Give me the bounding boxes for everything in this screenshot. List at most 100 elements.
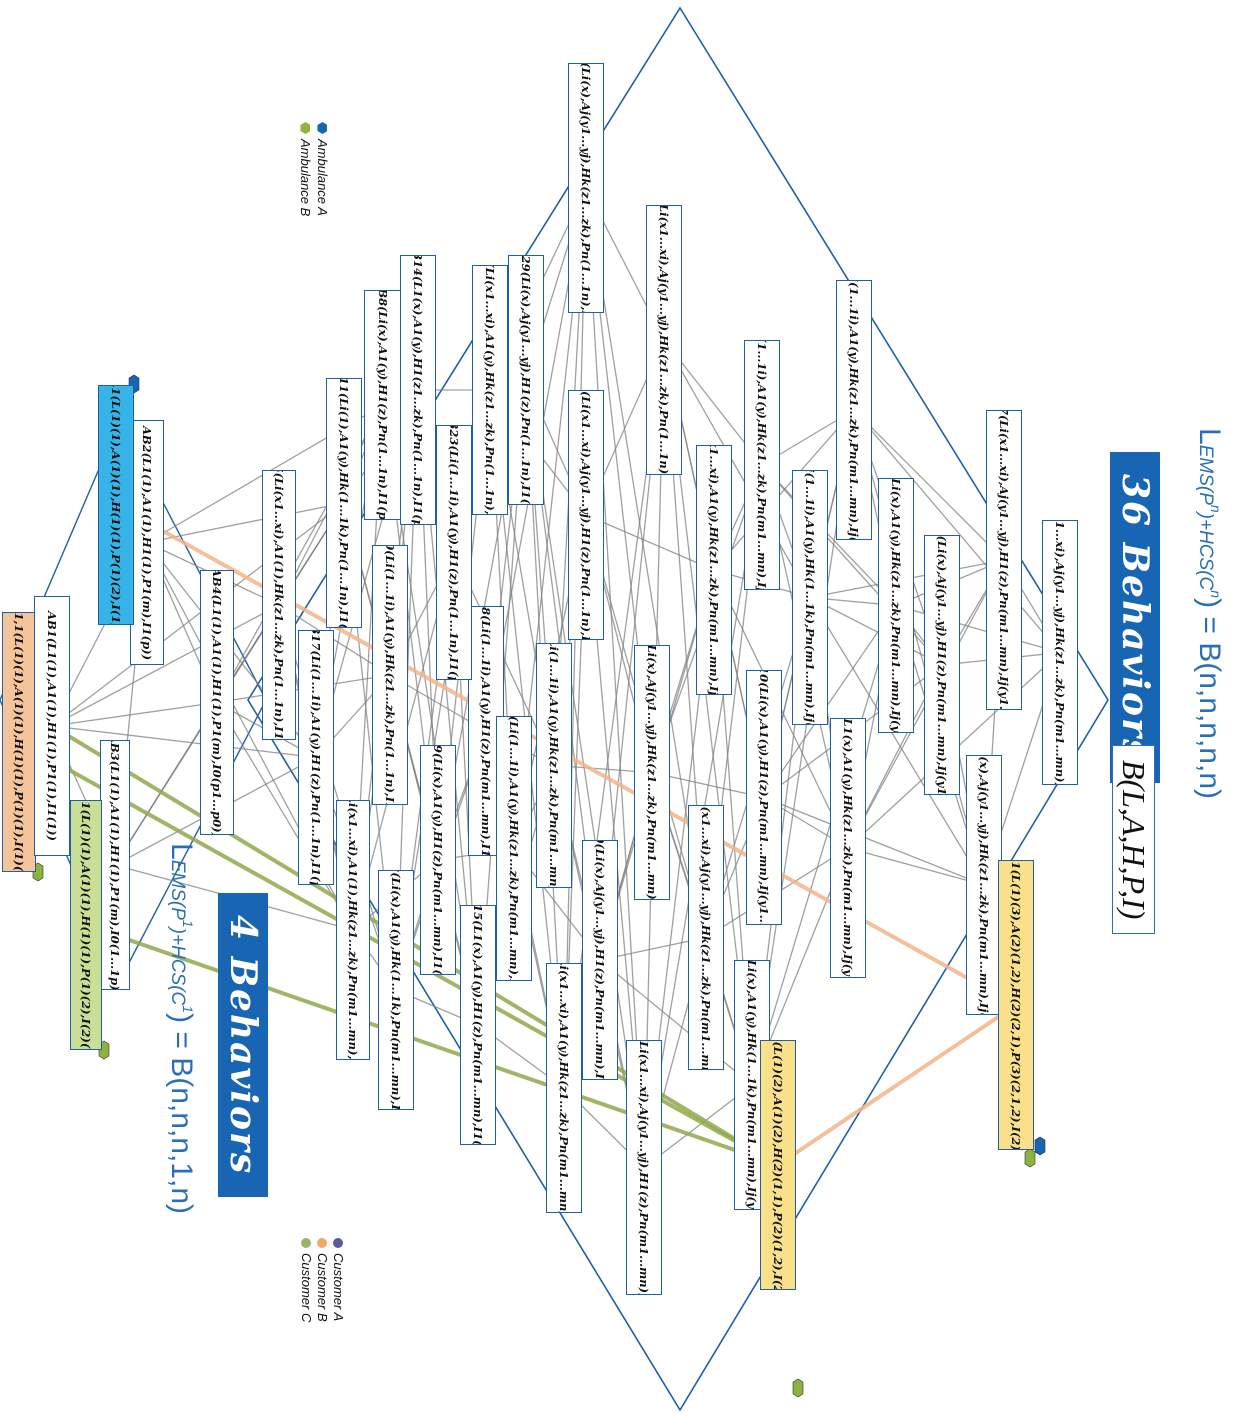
edge-line: [525, 379, 648, 1169]
legend-item-ambulance-a: Ambulance A: [315, 122, 330, 216]
behavior-node-label: AB13,1(L(1)(2),A(1)(2),H(2)(1,1),P(2)(1,…: [771, 1040, 785, 1290]
behavior-node: AB14(L1(x),A1(y),H1(z1...zk),Pn(1...1n),…: [400, 255, 436, 525]
behavior-node: AB6(Li(x1...xi),A1(1),Hk(z1...zk),Pn(m1.…: [336, 800, 370, 1060]
edge-line: [853, 409, 1061, 654]
behavior-node: AB30(Li(x),Aj(y1...yj),H1(z),Pn(m1...mn)…: [582, 840, 618, 1080]
behavior-node-label: AB11(Li(1),A1(y),Hk(1...1k),Pn(1...1n),I…: [337, 378, 351, 628]
behavior-node-label: AB36(Li(x1...xi),Aj(y1...yj),H1(z),Pn(m1…: [637, 1040, 651, 1295]
hexagon-icon: [1034, 1136, 1046, 1156]
behavior-node: AB11(Li(1),A1(y),Hk(1...1k),Pn(1...1n),I…: [326, 378, 362, 628]
edge-line: [809, 596, 944, 666]
behavior-node: AB16(L1(x),A1(y),Hk(z1...zk),Pn(m1...mn)…: [830, 718, 866, 978]
behavior-node-label: AB28(Li(x),A1(y),Hk(z1...zk),Pn(m1...mn)…: [889, 478, 903, 733]
behavior-node: AB3(L1(1),A1(1),H1(1),P1(m),I0(1...1p)): [100, 740, 130, 990]
behavior-node: AB5(Li(x1...xi),A1(1),Hk(z1...zk),Pn(1..…: [262, 470, 296, 740]
behavior-node-label: AB16(L1(x),A1(y),Hk(z1...zk),Pn(m1...mn)…: [841, 718, 855, 978]
edge-line: [651, 771, 766, 801]
behavior-node-label: AB26(Li(x1...xi),A1(y),Hk(z1...zk),Pn(1.…: [483, 265, 497, 515]
behavior-node: AB27(Li(x1...xi),A1(y),Hk(z1...zk),Pn(m1…: [546, 963, 582, 1213]
behavior-node-label: AB32(Li(x),Aj(y1...yj),Hk(z1...zk),Pn(1.…: [579, 63, 593, 313]
behavior-node: AB24(Li(1...1i),A1(y),Hk(z1...zk),Pn(m1.…: [536, 643, 572, 888]
behavior-node: AB35(Li(x1...xi),Aj(y1...yj),H1(z),Pn(1.…: [568, 390, 604, 640]
formula-n: LEMS(Pn)+HCS(Cn) = B(n,n,n,n,n): [1193, 428, 1226, 799]
behavior-node-label: AB8(Li(x),A1(y),H1(z),Pn(1...1n),I1(p)): [376, 290, 390, 520]
behavior-node: AB2,1(L(1)(1),A(1)(1),H(1)(1),P(1)(2),I(…: [98, 385, 134, 625]
behavior-node: AB38(Li(x1...xi),Aj(y1...yj),Hk(z1...zk)…: [646, 205, 682, 475]
behavior-node-label: AB14(L1(x),A1(y),H1(z1...zk),Pn(1...1n),…: [411, 255, 425, 525]
edge-line: [51, 725, 318, 762]
formula-1: LEMS(P1)+HCS(C1) = B(n,n,n,1,n): [165, 843, 198, 1214]
behavior-node-label: AB38(Li(x1...xi),Aj(y1...yj),Hk(z1...zk)…: [657, 205, 671, 475]
banner-36-behaviors: 36 Behaviors: [1110, 452, 1160, 784]
behavior-signature-box: B(L,A,H,P,I): [1112, 745, 1155, 935]
behavior-node-label: AB40(Li(x1...xi),Aj(y1...yj),Hk(z1...zk)…: [1053, 520, 1067, 785]
behavior-node-label: AB13(Li(x),A1(y),Hk(1...1k),Pn(m1...mn),…: [745, 960, 759, 1210]
behavior-node-label: AB17(Li(1...1i),A1(y),H1(z),Pn(1...1n),I…: [309, 630, 323, 885]
behavior-node-label: AB27(Li(x1...xi),A1(y),Hk(z1...zk),Pn(m1…: [557, 963, 571, 1213]
behavior-node: AB32(Li(x),Aj(y1...yj),Hk(z1...zk),Pn(1.…: [568, 63, 604, 313]
behavior-node: AB34(Li(x),Aj(y1...yj),Hk(z1...zk),Pn(m1…: [966, 755, 1002, 1015]
behavior-node-label: AB30(Li(x),Aj(y1...yj),H1(z),Pn(m1...mn)…: [593, 840, 607, 1080]
hexagon-icon: [301, 122, 311, 134]
behavior-node-label: AB7(Li(x1...xi),A1(y),Hk(z1...zk),Pn(m1.…: [707, 445, 721, 695]
banner-4-behaviors: 4 Behaviors: [218, 893, 268, 1198]
legend-item-customer-c: Customer C: [299, 1238, 314, 1322]
behavior-node-label: AB5(Li(x1...xi),A1(1),Hk(z1...zk),Pn(1..…: [272, 470, 286, 740]
behavior-node-label: AB3,1(L(1)(1),A(1)(1),H(1)(1),P(1)(2),I(…: [79, 800, 93, 1050]
behavior-node-label: AB35(Li(x1...xi),Aj(y1...yj),H1(z),Pn(1.…: [579, 390, 593, 640]
behavior-node-label: AB21(Li(1...1i),A1(y),Hk(z1...zk),Pn(m1.…: [507, 716, 521, 981]
behavior-node-label: AB9(Li(x),A1(y),H1(z),Pn(m1...mn),I1(p)): [431, 745, 445, 975]
legend-item-customer-b: Customer B: [315, 1238, 330, 1322]
hexagon-icon: [318, 122, 328, 134]
edge-line: [585, 187, 649, 1169]
behavior-node: AB12(Li(x),A1(y),Hk(1...1k),Pn(m1...mn),…: [378, 870, 414, 1110]
edge-line: [51, 604, 281, 727]
edge-line: [847, 847, 986, 888]
behavior-node-label: AB22(Li(1...1i),A1(y),Hk(1...1k),Pn(m1..…: [803, 470, 817, 725]
behavior-node: AB4(L1(1),A1(1),H1(1),P1(m),I0(p1...p0)): [200, 570, 234, 835]
behavior-node-label: AB15(L1(x),A1(y),H1(z),Pn(m1...mn),I1(p)…: [471, 905, 485, 1145]
behavior-node-label: AB1(L1(1),A1(1),H1(1),P1(1),I1(1)): [45, 611, 59, 841]
behavior-node: AB37(Li(x1...xi),Aj(y1...yj),H1(z),Pn(m1…: [986, 410, 1022, 710]
behavior-node-label: AB18(Li(1...1i),A1(y),H1(z),Pn(m1...mn),…: [479, 606, 493, 856]
behavior-node-label: AB4(L1(1),A1(1),H1(1),P1(m),I0(p1...p0)): [210, 570, 224, 835]
behavior-node: AB1(L1(1),A1(1),H1(1),P1(1),I1(1)): [34, 596, 70, 856]
behavior-node: AB17(Li(1...1i),A1(y),H1(z),Pn(1...1n),I…: [298, 630, 334, 885]
edge-line: [809, 597, 985, 887]
hexagon-icon: [1024, 1148, 1036, 1168]
behavior-node: AB10(Li(x),A1(y),H1(z),Pn(m1...mn),Ij(y1…: [746, 670, 782, 925]
circle-icon: [317, 1238, 328, 1248]
behavior-node-label: AB34,1(L(1)(3),A(2)(1,2),H(2)(2,1),P(3)(…: [1009, 860, 1023, 1150]
behavior-node-label: AB1,1(L(1)(1),A(1)(1),H(1)(1),P(1)(1),I(…: [12, 612, 26, 872]
behavior-node-label: AB6(Li(x1...xi),A1(1),Hk(z1...zk),Pn(m1.…: [346, 800, 360, 1060]
behavior-node-label: AB10(Li(x),A1(y),H1(z),Pn(m1...mn),Ij(y1…: [757, 670, 771, 925]
behavior-node: AB39(Li(x1...xi),Aj(y1...yj),Hk(z1...zk)…: [688, 805, 724, 1070]
behavior-node-label: AB3(L1(1),A1(1),H1(1),P1(m),I0(1...1p)): [108, 740, 122, 990]
behavior-node: AB1,1(L(1)(1),A(1)(1),H(1)(1),P(1)(1),I(…: [2, 612, 36, 872]
edge-line: [853, 409, 987, 887]
behavior-node-label: AB20(Li(1...1i),A1(y),Hk(z1...zk),Pn(1..…: [383, 545, 397, 805]
edge-line: [51, 698, 219, 727]
behavior-node: AB40(Li(x1...xi),Aj(y1...yj),Hk(z1...zk)…: [1042, 520, 1078, 785]
circle-icon: [301, 1238, 312, 1248]
edge-line: [853, 409, 1005, 561]
edge-line: [763, 604, 897, 798]
behavior-node-label: AB39(Li(x1...xi),Aj(y1...yj),Hk(z1...zk)…: [699, 805, 713, 1070]
behavior-node: AB22(Li(1...1i),A1(y),Hk(1...1k),Pn(m1..…: [792, 470, 828, 725]
behavior-node: AB13,1(L(1)(2),A(1)(2),H(2)(1,1),P(2)(1,…: [760, 1040, 796, 1290]
edge-line: [278, 604, 392, 676]
customer-trace-line: [776, 1003, 1018, 1167]
behavior-node: AB9(Li(x),A1(y),H1(z),Pn(m1...mn),I1(p)): [420, 745, 456, 975]
edge-line: [895, 604, 1062, 655]
circle-icon: [333, 1238, 344, 1248]
behavior-node: AB36(Li(x1...xi),Aj(y1...yj),H1(z),Pn(m1…: [626, 1040, 662, 1295]
behavior-node: AB21(Li(1...1i),A1(y),Hk(z1...zk),Pn(m1.…: [496, 716, 532, 981]
legend-item-ambulance-b: Ambulance B: [298, 122, 313, 216]
behavior-node-label: AB2(L1(1),A1(1),H1(1),P1(m),I1(p)): [140, 425, 154, 660]
behavior-node: AB8(Li(x),A1(y),H1(z),Pn(1...1n),I1(p)): [364, 290, 402, 520]
behavior-node-label: AB2,1(L(1)(1),A(1)(1),H(1)(1),P(1)(2),I(…: [109, 385, 123, 625]
behavior-node: AB31(Li(x),Aj(y1...yj),H1(z),Pn(m1...mn)…: [924, 535, 960, 795]
behavior-node-label: AB12(Li(x),A1(y),Hk(1...1k),Pn(m1...mn),…: [389, 870, 403, 1110]
behavior-node-label: AB29(Li(x),Aj(y1...yj),H1(z),Pn(1...1n),…: [519, 255, 533, 505]
